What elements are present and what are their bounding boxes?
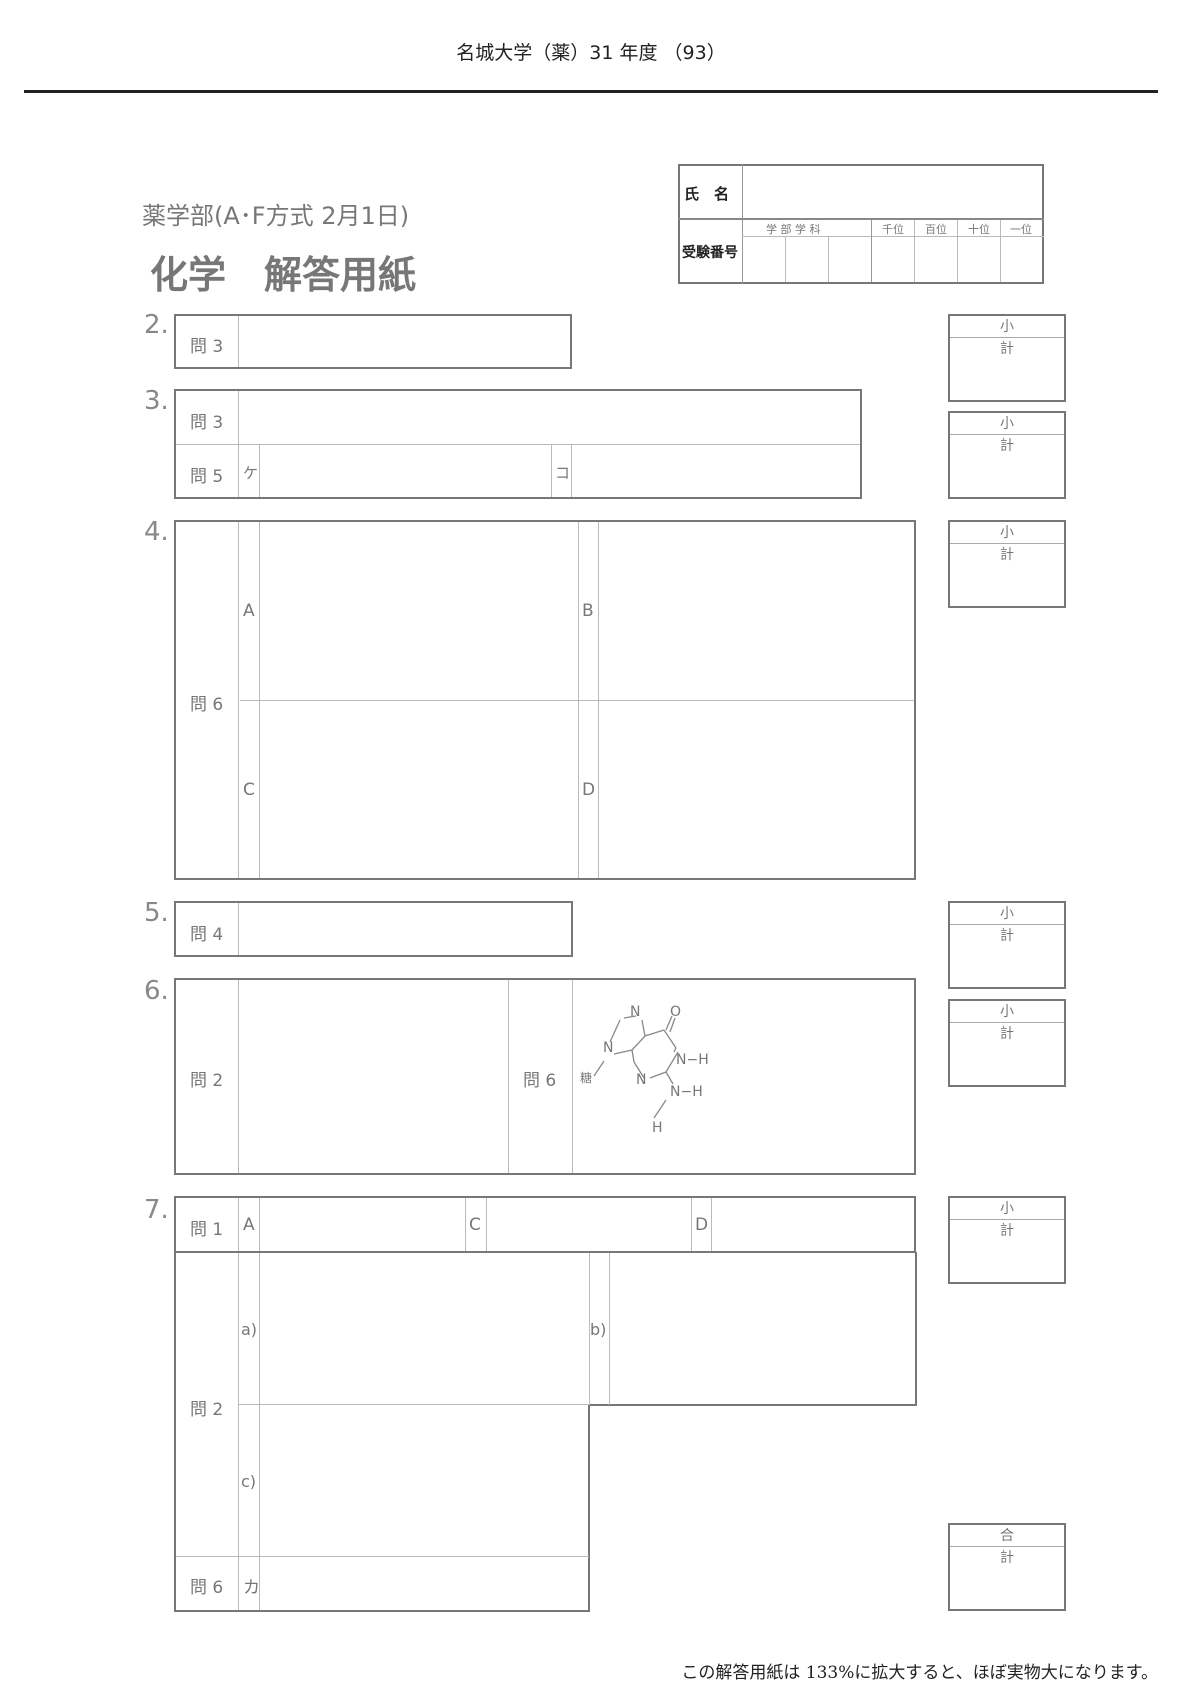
exam-no-header-hundreds: 百位 (925, 223, 947, 236)
exam-no-header-tens: 十位 (968, 223, 990, 236)
mol-n1: N (630, 1004, 640, 1020)
header-rule (24, 90, 1158, 93)
section-5-box (174, 901, 573, 957)
mol-h: H (652, 1120, 663, 1136)
s3-ke-label: ケ (243, 464, 259, 482)
s6-q6-label: 問 6 (523, 1071, 557, 1091)
s7-d-label: D (695, 1215, 709, 1235)
s7-q2-label: 問 2 (190, 1400, 224, 1420)
mol-nh-amine: N−H (670, 1084, 703, 1100)
s5-q4-label: 問 4 (190, 925, 224, 945)
s3-q3-label: 問 3 (190, 413, 224, 433)
s7-pb-answer[interactable] (611, 1254, 914, 1403)
subtotal-label: 小 計 (950, 413, 1064, 454)
section-7-q1-box (174, 1196, 916, 1253)
section-2-box (174, 314, 572, 369)
faculty-line: 薬学部(A･F方式 2月1日) (142, 202, 410, 230)
guanosine-structure-diagram: N N N O N−H N−H H 糖 (580, 1004, 709, 1136)
subtotal-box-6[interactable]: 小 計 (948, 999, 1066, 1087)
subtotal-box-4[interactable]: 小 計 (948, 520, 1066, 608)
s7-pa-answer[interactable] (261, 1254, 588, 1403)
mol-n3: N (636, 1072, 646, 1088)
s7-pc-label: c) (241, 1472, 257, 1491)
student-info-box (678, 164, 1044, 284)
s4-d-label: D (582, 780, 596, 800)
s7-q1-label: 問 1 (190, 1220, 224, 1240)
footer-note: この解答用紙は 133%に拡大すると、ほぼ実物大になります。 (681, 1663, 1158, 1683)
subtotal-box-5[interactable]: 小 計 (948, 901, 1066, 989)
mol-n2: N (603, 1040, 613, 1056)
section-7-number: 7. (144, 1195, 169, 1225)
exam-no-header-thousands: 千位 (882, 223, 904, 236)
subtotal-label: 小 計 (950, 522, 1064, 563)
s4-q6-label: 問 6 (190, 695, 224, 715)
subtotal-label: 小 計 (950, 903, 1064, 944)
mol-nh-ring: N−H (676, 1052, 709, 1068)
subtotal-label: 小 計 (950, 316, 1064, 357)
subject-title: 化学 解答用紙 (150, 253, 417, 297)
subtotal-label: 小 計 (950, 1001, 1064, 1042)
total-box[interactable]: 合 計 (948, 1523, 1066, 1611)
section-4-number: 4. (144, 517, 169, 547)
s7-pb-label: b) (590, 1320, 607, 1339)
s4-a-label: A (243, 601, 255, 621)
exam-no-label: 受験番号 (682, 245, 738, 261)
subtotal-label: 小 計 (950, 1198, 1064, 1239)
section-2-number: 2. (144, 310, 169, 340)
total-label: 合 計 (950, 1525, 1064, 1566)
subtotal-box-7[interactable]: 小 計 (948, 1196, 1066, 1284)
section-6-number: 6. (144, 976, 169, 1006)
subtotal-box-2[interactable]: 小 計 (948, 314, 1066, 402)
section-6-box (174, 978, 916, 1175)
s7-c-label: C (469, 1215, 481, 1235)
exam-no-header-ones: 一位 (1010, 223, 1032, 236)
s2-q3-label: 問 3 (190, 337, 224, 357)
subtotal-box-3[interactable]: 小 計 (948, 411, 1066, 499)
s7-ka-answer[interactable] (261, 1558, 588, 1610)
s7-pc-answer[interactable] (261, 1406, 588, 1555)
mol-o: O (670, 1004, 681, 1020)
s6-q2-label: 問 2 (190, 1071, 224, 1091)
name-label: 氏 名 (684, 185, 730, 203)
s7-pa-label: a) (241, 1320, 258, 1339)
s3-ko-label: コ (555, 464, 571, 482)
page-header: 名城大学（薬）31 年度 （93） (456, 42, 726, 64)
mol-sugar: 糖 (580, 1070, 592, 1085)
section-5-number: 5. (144, 898, 169, 928)
exam-no-header-dept: 学 部 学 科 (766, 223, 821, 236)
s7-ka-label: カ (243, 1578, 260, 1598)
s4-b-label: B (582, 601, 594, 621)
s4-c-label: C (243, 780, 255, 800)
section-3-number: 3. (144, 386, 169, 416)
s3-q5-label: 問 5 (190, 467, 224, 487)
s7-q6-label: 問 6 (190, 1578, 224, 1598)
s7-a-label: A (243, 1215, 255, 1235)
